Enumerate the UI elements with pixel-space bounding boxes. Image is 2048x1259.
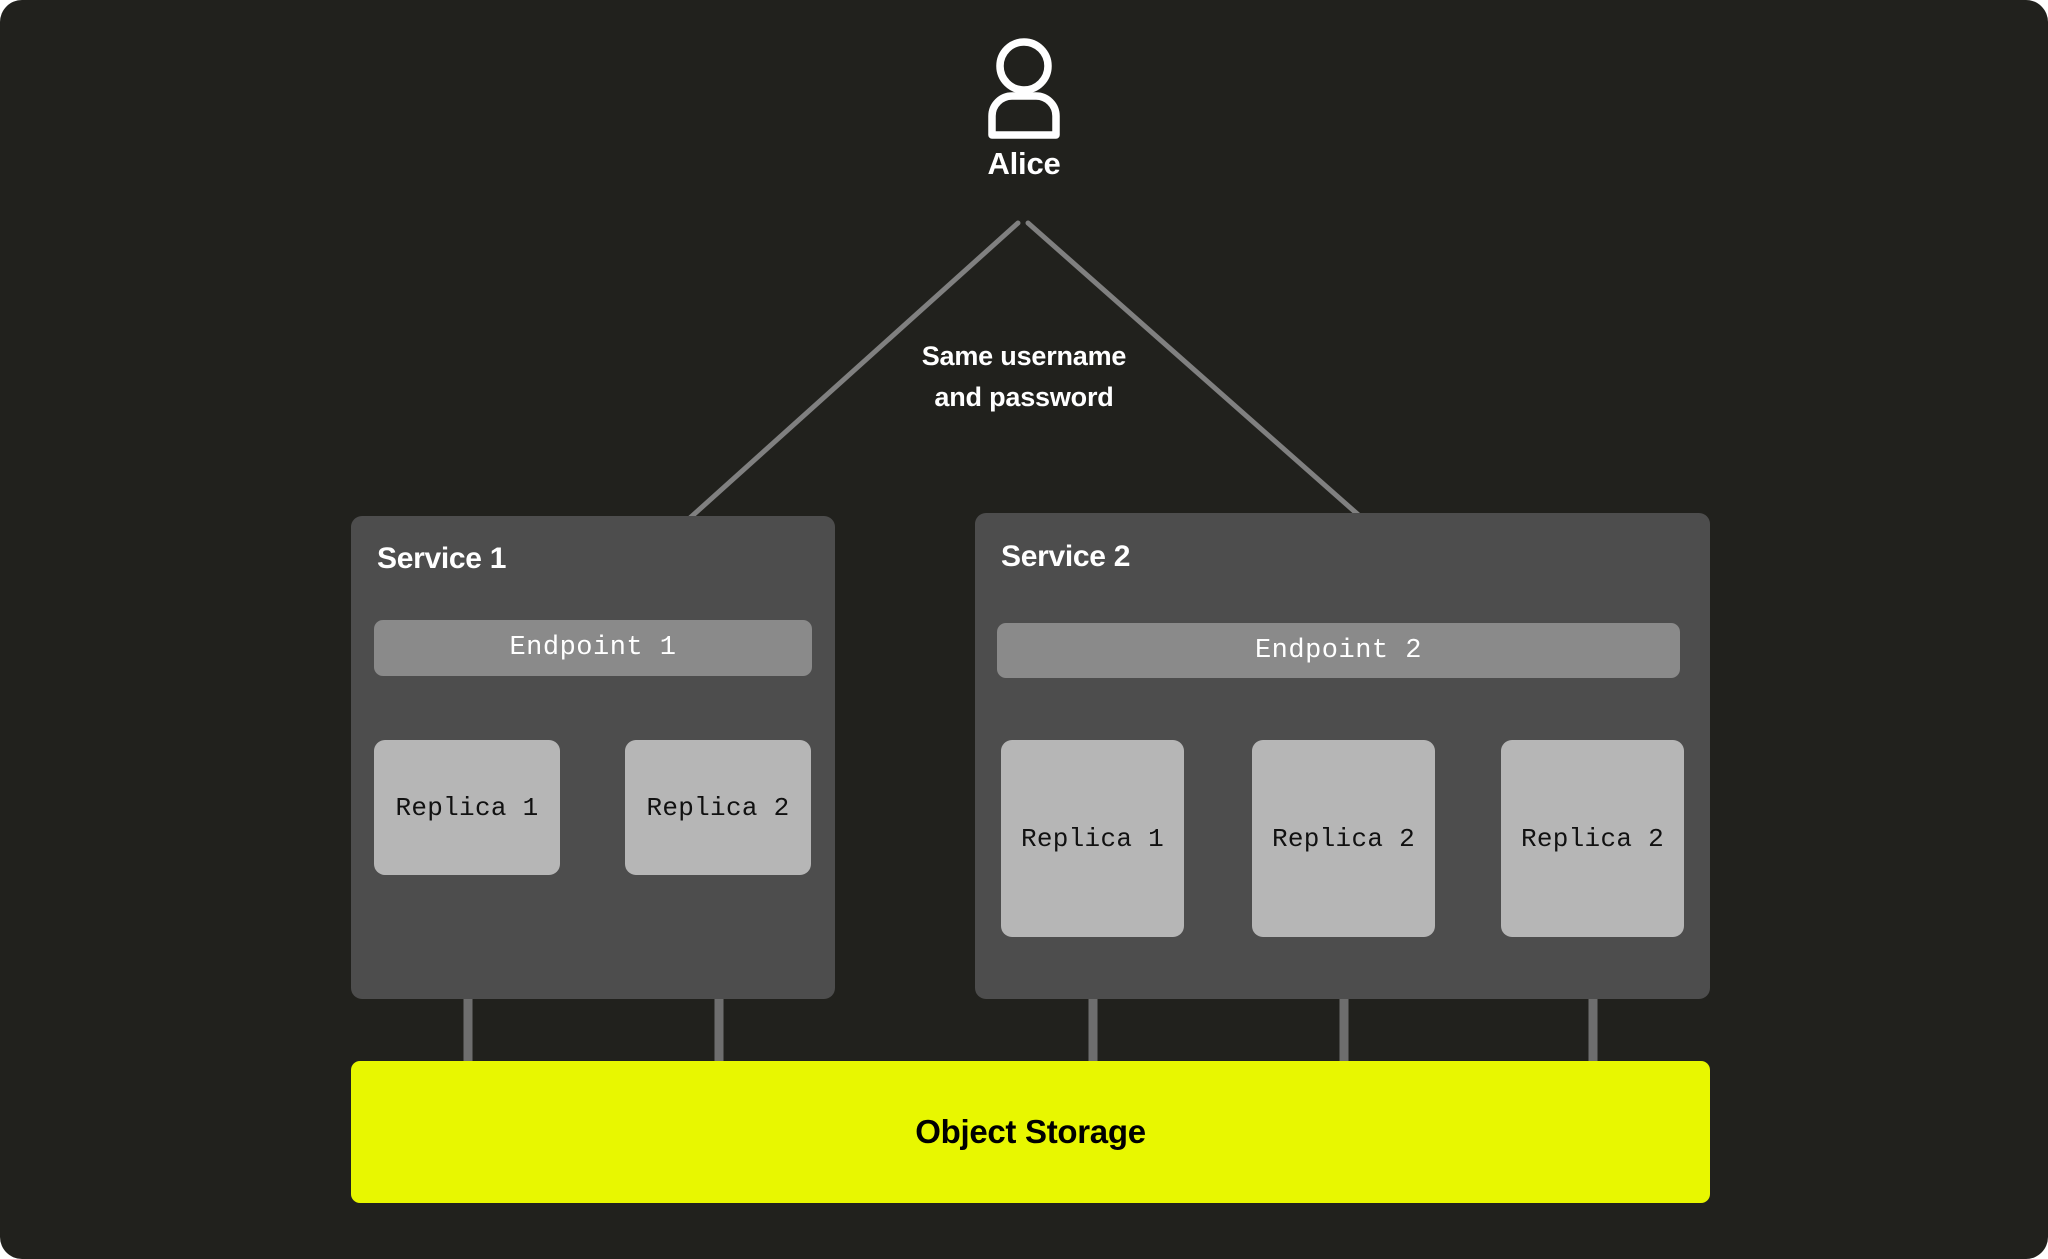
service-2-replica-1[interactable]: Replica 1 [1001, 740, 1184, 937]
actor-alice: Alice [0, 30, 2048, 182]
service-panel-1[interactable]: Service 1 Endpoint 1 Replica 1 Replica 2 [351, 516, 835, 999]
service-2-title: Service 2 [1001, 540, 1131, 573]
object-storage-label: Object Storage [915, 1113, 1146, 1150]
service-1-replica-2[interactable]: Replica 2 [625, 740, 811, 875]
endpoint-1[interactable]: Endpoint 1 [374, 620, 812, 676]
user-person-icon [988, 38, 1060, 139]
endpoint-2[interactable]: Endpoint 2 [997, 623, 1680, 678]
service-1-replica-1[interactable]: Replica 1 [374, 740, 560, 875]
object-storage-bar[interactable]: Object Storage [351, 1061, 1710, 1203]
service-1-title: Service 1 [377, 542, 507, 575]
service-2-replica-2[interactable]: Replica 2 [1252, 740, 1435, 937]
caption-line-1: Same username [921, 341, 1127, 371]
service-2-replica-3[interactable]: Replica 2 [1501, 740, 1684, 937]
caption-line-2: and password [934, 382, 1114, 412]
flow-caption: Same username and password [0, 336, 2048, 418]
actor-label: Alice [987, 146, 1061, 181]
service-panel-2[interactable]: Service 2 Endpoint 2 Replica 1 Replica 2… [975, 513, 1710, 999]
